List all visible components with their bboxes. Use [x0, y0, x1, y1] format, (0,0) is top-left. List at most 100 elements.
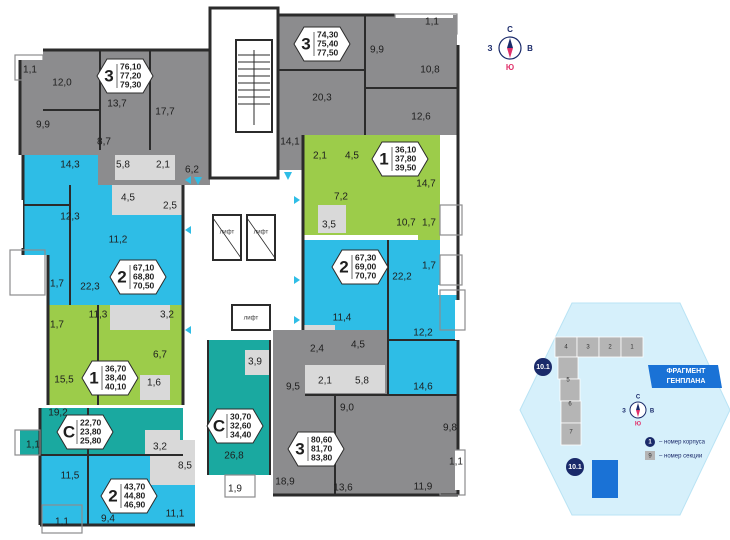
- apartment-badge: 2 43,70 44,80 46,90: [100, 478, 158, 514]
- stair-core: [208, 6, 280, 331]
- room-area: 3,5: [322, 220, 336, 231]
- section-number: 2: [608, 345, 612, 351]
- section-number: 5: [566, 378, 570, 384]
- room-area: 9,9: [36, 120, 50, 131]
- apartment-block-center-teal: [208, 340, 270, 475]
- area-3: 70,50: [133, 280, 155, 290]
- building-badge: 10.1: [534, 358, 552, 376]
- room-area: 14,3: [60, 160, 80, 171]
- apartment-badge: 3 76,10 77,20 79,30: [96, 58, 154, 94]
- svg-text:9: 9: [648, 454, 652, 460]
- room-area: 14,7: [416, 179, 436, 190]
- room-area: 4,5: [121, 193, 135, 204]
- area-3: 79,30: [120, 79, 142, 89]
- room-area: 9,5: [286, 382, 300, 393]
- area-1: 80,60: [311, 434, 333, 444]
- room-area-labels: 1,1 12,0 9,9 13,7 17,7 8,7 5,8 2,1 6,2 1…: [23, 17, 463, 528]
- room-area: 12,3: [60, 212, 80, 223]
- room-count: 3: [301, 34, 310, 53]
- compass-icon: С Ю З В: [622, 395, 655, 428]
- area-1: 22,70: [80, 417, 102, 427]
- area-2: 32,60: [230, 420, 252, 430]
- room-area: 10,7: [396, 218, 416, 229]
- room-area: 22,2: [392, 272, 412, 283]
- apartment-badge: 1 36,70 38,40 40,10: [81, 360, 139, 396]
- room-area: 1,1: [425, 17, 439, 28]
- compass-icon: С Ю З В: [487, 25, 533, 72]
- area-2: 23,80: [80, 426, 102, 436]
- door-markers: [185, 172, 300, 334]
- compass-east: В: [527, 44, 533, 53]
- lift-label-3: лифт: [244, 316, 259, 322]
- room-area: 2,1: [318, 376, 332, 387]
- room-area: 8,5: [178, 461, 192, 472]
- room-area: 5,8: [116, 160, 130, 171]
- apartment-block-left-blue: [23, 155, 183, 305]
- room-area: 11,2: [109, 235, 128, 246]
- area-2: 69,00: [355, 261, 377, 271]
- room-area: 11,5: [61, 471, 80, 482]
- apartment-badge: С 22,70 23,80 25,80: [56, 414, 114, 450]
- room-count: 1: [379, 149, 388, 168]
- room-area: 3,2: [153, 442, 167, 453]
- inner-walls: [23, 15, 458, 525]
- apartment-badge: 2 67,30 69,00 70,70: [331, 249, 389, 285]
- room-area: 12,6: [411, 112, 431, 123]
- legend-building: – номер корпуса: [659, 440, 706, 446]
- area-3: 25,80: [80, 435, 102, 445]
- room-area: 3,9: [248, 357, 262, 368]
- compass-north: С: [507, 25, 513, 34]
- area-2: 68,80: [133, 271, 155, 281]
- room-area: 11,3: [89, 310, 108, 321]
- area-1: 43,70: [124, 481, 146, 491]
- room-area: 22,3: [80, 282, 100, 293]
- room-area: 20,3: [312, 93, 332, 104]
- apartment-badge: 2 67,10 68,80 70,50: [109, 259, 167, 295]
- room-area: 14,6: [413, 382, 433, 393]
- room-count: 2: [108, 486, 117, 505]
- room-area: 1,1: [55, 517, 69, 528]
- room-area: 9,0: [340, 403, 354, 414]
- svg-text:1: 1: [648, 440, 652, 446]
- area-3: 39,50: [395, 162, 417, 172]
- highlighted-building: [592, 460, 618, 498]
- apartment-block-top-right: [278, 15, 458, 170]
- room-area: 1,7: [422, 218, 436, 229]
- compass-south: Ю: [506, 63, 514, 72]
- room-area: 17,7: [155, 107, 175, 118]
- room-count: 2: [339, 257, 348, 276]
- room-count: 3: [295, 439, 304, 458]
- area-3: 83,80: [311, 452, 333, 462]
- room-count: 3: [104, 66, 113, 85]
- apartment-block-bottom-right: [273, 330, 458, 495]
- room-area: 11,4: [333, 313, 352, 324]
- section-number: 3: [586, 345, 590, 351]
- room-area: 10,8: [420, 65, 440, 76]
- room-area: 1,1: [449, 457, 463, 468]
- compass-east: В: [650, 409, 655, 415]
- area-1: 67,10: [133, 262, 155, 272]
- room-count: 1: [89, 368, 98, 387]
- room-count: 2: [117, 267, 126, 286]
- room-area: 1,1: [26, 440, 40, 451]
- room-count: С: [213, 416, 225, 435]
- section-number: 7: [569, 430, 573, 436]
- room-area: 19,2: [48, 408, 68, 419]
- area-1: 74,30: [317, 29, 339, 39]
- area-2: 37,80: [395, 153, 417, 163]
- room-area: 15,5: [54, 375, 74, 386]
- room-area: 9,4: [101, 514, 115, 525]
- room-area: 1,9: [228, 484, 242, 495]
- room-area: 7,2: [334, 192, 348, 203]
- room-area: 2,1: [313, 151, 327, 162]
- lift-label-1: лифт: [220, 230, 235, 236]
- svg-text:10.1: 10.1: [536, 364, 550, 371]
- compass-south: Ю: [635, 422, 641, 428]
- room-area: 1,1: [23, 65, 37, 76]
- svg-text:10.1: 10.1: [568, 464, 582, 471]
- apartment-badge: 3 80,60 81,70 83,80: [287, 431, 345, 467]
- building-badge: 10.1: [566, 458, 584, 476]
- legend: 1 – номер корпуса 9 – номер секции: [645, 437, 706, 460]
- room-area: 14,1: [280, 137, 300, 148]
